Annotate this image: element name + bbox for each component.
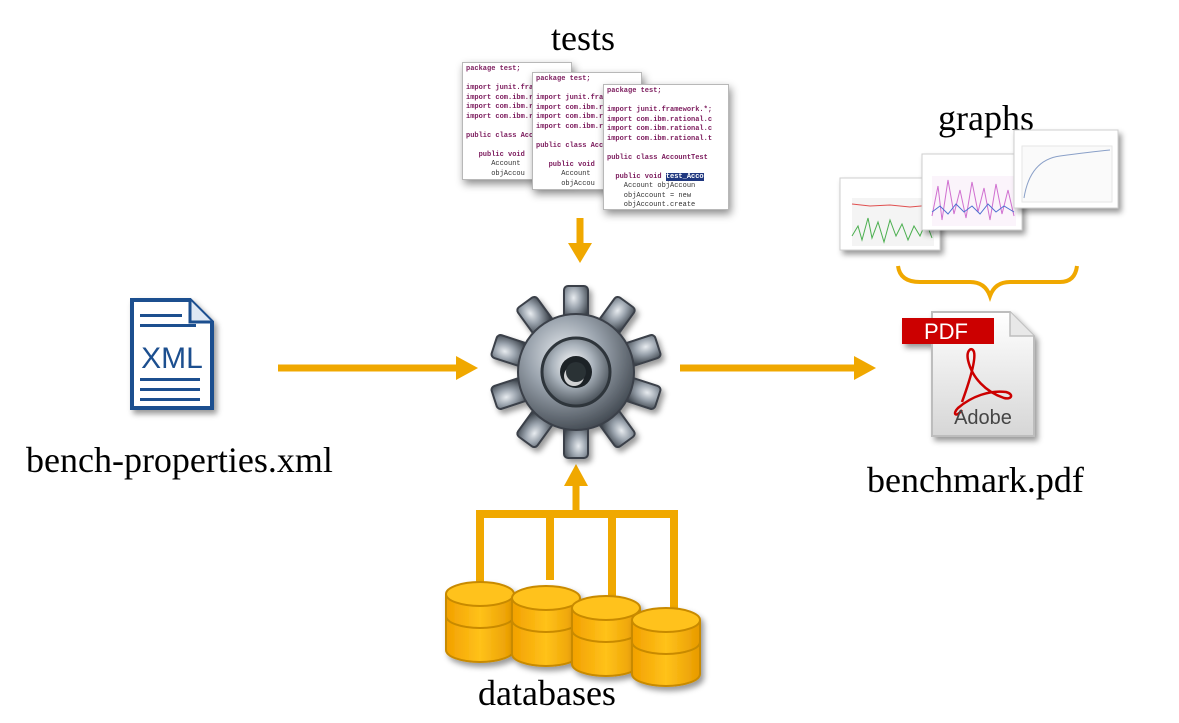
arrow-databases-to-gear (476, 464, 678, 612)
label-pdf-file: benchmark.pdf (867, 460, 1084, 500)
label-xml-file: bench-properties.xml (26, 440, 333, 480)
xml-file-icon: XML (130, 298, 214, 410)
code-line: import junit.fra (536, 94, 604, 102)
code-line: import com.ibm.r (466, 103, 534, 111)
graphs-brace (896, 265, 1079, 302)
database-icon (631, 607, 701, 687)
code-line: public class AccountTest (607, 153, 708, 162)
database-icon (511, 585, 581, 667)
code-line: objAccount = new (607, 191, 692, 200)
graph-thumbnail (1013, 129, 1119, 209)
code-line: import com.ibm.r (466, 112, 534, 121)
arrow-tests-to-gear (568, 218, 592, 263)
test-code-card: package test; import junit.framework.*;i… (603, 84, 729, 210)
arrow-xml-to-gear (278, 356, 478, 380)
pdf-badge-text: PDF (924, 319, 968, 344)
code-highlight: test_Acco (665, 172, 704, 181)
code-line: Account (536, 170, 591, 178)
code-line: package test; (607, 87, 662, 95)
code-line: package test; (536, 75, 591, 83)
database-icon (571, 595, 641, 677)
code-line: import com.ibm.r (536, 122, 604, 131)
code-line: Account (466, 160, 521, 168)
code-line: import com.ibm.rational.c (607, 115, 713, 124)
code-line: public void (466, 150, 525, 159)
code-line: public class Accou (466, 131, 542, 140)
database-icon (445, 581, 515, 663)
pdf-brand-text: Adobe (954, 407, 1012, 429)
code-line: public class Acc (536, 141, 604, 150)
code-line: import com.ibm.r (466, 93, 534, 102)
code-line: objAccount.create (607, 201, 696, 209)
code-line: Account objAccoun (607, 182, 696, 190)
code-line: import com.ibm.r (536, 113, 604, 121)
code-line: import junit.framework.*; (607, 106, 713, 114)
arrow-gear-to-pdf (680, 356, 876, 380)
code-line: import com.ibm.r (536, 103, 604, 112)
code-line: import junit.fra (466, 84, 534, 92)
code-line: objAccou (466, 169, 525, 178)
pdf-file-icon: PDF Adobe (902, 311, 1035, 437)
label-tests: tests (551, 18, 616, 58)
xml-icon-text: XML (141, 342, 203, 375)
code-line: public void (536, 160, 595, 169)
code-line: import com.ibm.rational.t (607, 134, 713, 143)
gear-icon (490, 285, 662, 459)
code-line: objAccou (536, 179, 595, 188)
code-line: import com.ibm.rational.c (607, 125, 713, 133)
code-line: public void test_Acco (607, 172, 704, 181)
graph-thumbnail (921, 153, 1023, 231)
code-line: package test; (466, 65, 521, 73)
label-databases: databases (478, 673, 616, 713)
